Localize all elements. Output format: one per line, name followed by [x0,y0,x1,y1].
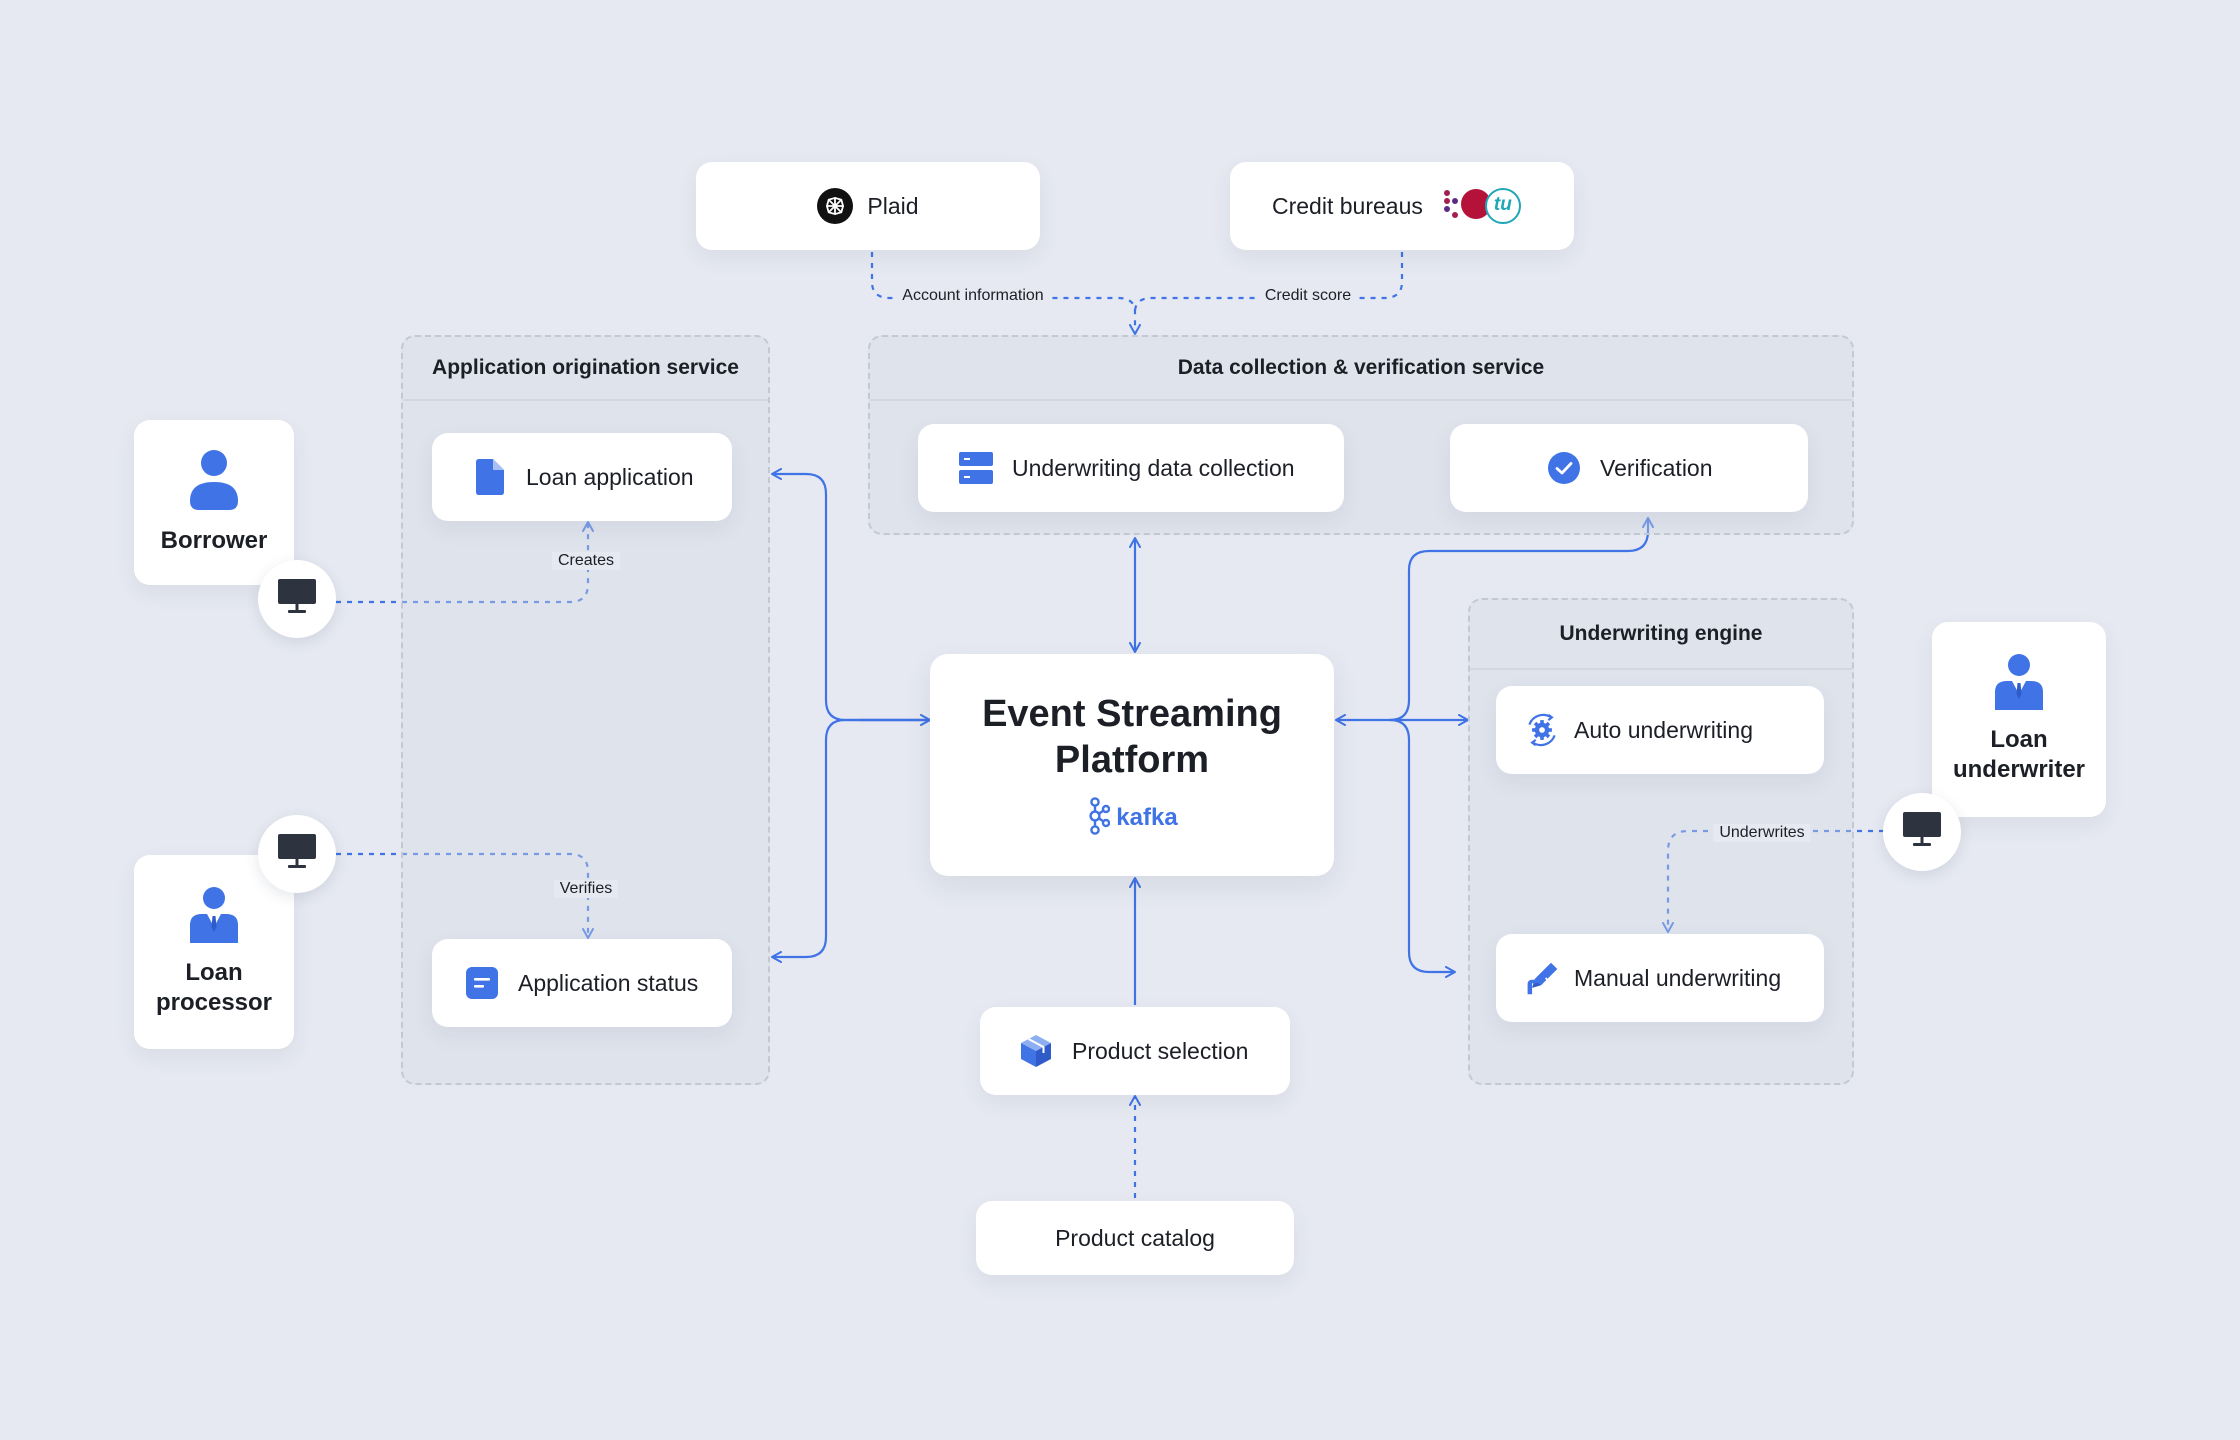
server-stack-icon [958,450,994,486]
connector-underwriter-manual-underwriting [1662,829,1884,933]
platform-title-line1: Event Streaming [982,692,1282,735]
gear-cycle-icon [1524,712,1560,748]
transunion-logo-icon: tu [1484,188,1521,224]
underwriter-device-badge [1883,793,1961,871]
businessman-icon [1993,654,2045,715]
platform-title: Event Streaming Platform [982,691,1282,783]
verification-node[interactable]: Verification [1450,424,1808,512]
edge-label-credit-score: Credit score [1258,287,1358,305]
connector-esp-loan-application [771,468,930,722]
experian-logo-icon [1460,186,1491,227]
connector-plaid-data-collection [870,252,1141,335]
platform-title-line2: Platform [1054,738,1210,781]
group-title: Data collection & verification service [870,337,1852,401]
monitor-icon [278,578,316,620]
borrower-name: Borrower [160,527,268,554]
underwriting-data-collection-label: Underwriting data collection [1012,454,1295,481]
plaid-label: Plaid [867,192,919,219]
loan-application-label: Loan application [526,463,694,490]
check-circle-icon [1546,450,1582,486]
underwriting-data-collection-node[interactable]: Underwriting data collection [918,424,1344,512]
loan-underwriter-name: Loan underwriter [1953,725,2085,785]
box-icon [1018,1033,1054,1069]
group-title: Application origination service [403,337,768,401]
manual-underwriting-label: Manual underwriting [1574,964,1782,991]
loan-underwriter-name-line2: underwriter [1952,756,2086,783]
edge-label-verifies: Verifies [553,880,619,898]
monitor-icon [1903,811,1941,853]
kafka-wordmark: kafka [1116,804,1178,831]
status-list-icon [464,965,500,1001]
edge-label-underwrites: Underwrites [1713,824,1811,842]
application-status-label: Application status [518,969,699,996]
loan-processor-name-line2: processor [155,988,273,1016]
businessman-icon [188,886,240,948]
document-icon [472,459,508,495]
loan-underwriter-name-line1: Loan [1990,726,2048,753]
edge-label-creates: Creates [551,552,621,570]
event-streaming-platform-node[interactable]: Event Streaming Platform kafka [930,654,1334,876]
monitor-icon [278,833,316,875]
loan-processor-name: Loan processor [156,958,272,1018]
plaid-node[interactable]: Plaid [696,162,1040,250]
auto-underwriting-node[interactable]: Auto underwriting [1496,686,1824,774]
product-selection-node[interactable]: Product selection [980,1007,1290,1095]
kafka-brand: kafka [1086,796,1178,840]
application-status-node[interactable]: Application status [432,939,732,1027]
equifax-logo-icon [1439,186,1465,227]
person-icon [188,449,240,516]
borrower-actor[interactable]: Borrower [134,420,294,585]
connector-esp-manual-underwriting [1389,718,1456,978]
connector-processor-application-status [336,852,594,939]
loan-processor-name-line1: Loan [185,958,243,986]
bureau-logos: tu [1439,186,1521,227]
kafka-logo-icon [1086,796,1111,840]
product-catalog-label: Product catalog [1055,1224,1215,1251]
credit-bureaus-label: Credit bureaus [1272,192,1423,219]
processor-device-badge [258,815,336,893]
manual-underwriting-node[interactable]: Manual underwriting [1496,934,1824,1022]
connector-borrower-loan-application [336,521,594,604]
edge-label-account-information: Account information [896,287,1050,305]
group-title: Underwriting engine [1470,600,1852,670]
product-selection-label: Product selection [1072,1037,1249,1064]
pen-hand-icon [1524,960,1560,996]
connector-esp-application-status [771,718,930,963]
loan-application-node[interactable]: Loan application [432,433,732,521]
credit-bureaus-node[interactable]: Credit bureaus tu [1230,162,1574,250]
borrower-device-badge [258,560,336,638]
auto-underwriting-label: Auto underwriting [1574,716,1753,743]
loan-underwriter-actor[interactable]: Loan underwriter [1932,622,2106,817]
product-catalog-node[interactable]: Product catalog [976,1201,1294,1275]
loan-processor-actor[interactable]: Loan processor [134,855,294,1049]
verification-label: Verification [1600,454,1713,481]
connector-esp-verification [1389,517,1654,722]
plaid-logo-icon [817,188,854,224]
connector-credit-bureaus-data-collection [1133,252,1404,313]
